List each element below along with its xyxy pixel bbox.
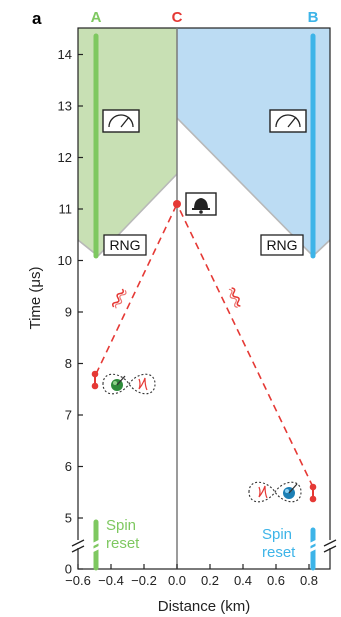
light-cone-b-edge — [176, 117, 314, 257]
bell-detection-dot — [173, 200, 181, 208]
emission-a-dot — [91, 370, 99, 378]
y-tick-label: 10 — [58, 253, 72, 268]
x-tick-label: 0.8 — [300, 573, 318, 588]
y-tick-label: 13 — [58, 99, 72, 114]
light-cone-b-edge-right — [312, 239, 331, 257]
light-cone-b — [177, 28, 330, 256]
rng-box-b: RNG — [260, 234, 304, 256]
y-tick-label: 5 — [65, 511, 72, 526]
rng-box-a: RNG — [103, 234, 147, 256]
y-tick-label: 14 — [58, 47, 72, 62]
emission-b-dot — [309, 483, 317, 491]
rng-label-b: RNG — [266, 237, 297, 253]
spin-reset-a-line2: reset — [106, 535, 140, 552]
rng-label-a: RNG — [109, 237, 140, 253]
station-b-break — [306, 538, 320, 554]
y-tick-label: 11 — [59, 202, 73, 217]
x-tick-label: −0.6 — [65, 573, 91, 588]
photon-wavepacket-a — [112, 288, 127, 309]
y-tick-label: 12 — [58, 150, 72, 165]
y-axis-title: Time (μs) — [27, 266, 44, 329]
y-tick-label: 9 — [65, 305, 72, 320]
emission-b-dot — [309, 495, 317, 503]
station-c-label: C — [172, 9, 183, 26]
entangled-spin-icon — [102, 373, 156, 395]
x-axis-title: Distance (km) — [158, 598, 251, 615]
bell-icon — [185, 192, 217, 216]
meter-icon — [102, 109, 140, 133]
spin-reset-b-line2: reset — [262, 544, 296, 561]
y-tick-label: 6 — [65, 459, 72, 474]
right-axis-break — [323, 539, 337, 553]
x-tick-label: 0.4 — [234, 573, 252, 588]
x-tick-label: 0.2 — [201, 573, 219, 588]
entangled-spin-icon — [248, 481, 302, 503]
photon-path-a — [95, 203, 178, 375]
photon-path-b — [176, 203, 314, 488]
station-b-label: B — [308, 9, 319, 26]
y-tick-label: 8 — [65, 356, 72, 371]
x-tick-label: 0.0 — [168, 573, 186, 588]
light-cone-a — [78, 28, 177, 256]
y-axis: 0 5 6 7 8 9 10 11 12 13 14 — [58, 47, 83, 577]
meter-icon — [269, 109, 307, 133]
photon-wavepacket-b — [228, 287, 241, 308]
station-a-label: A — [91, 9, 102, 26]
spin-reset-a-line1: Spin — [106, 517, 136, 534]
x-tick-label: −0.2 — [131, 573, 157, 588]
spin-reset-b-line1: Spin — [262, 526, 292, 543]
plot-frame — [77, 27, 331, 570]
x-axis: −0.6 −0.4 −0.2 0.0 0.2 0.4 0.6 0.8 — [65, 564, 318, 588]
panel-label: a — [32, 9, 42, 28]
station-a-break — [89, 538, 103, 554]
y-tick-label: 0 — [65, 562, 72, 577]
y-tick-label: 7 — [65, 408, 72, 423]
x-tick-label: 0.6 — [267, 573, 285, 588]
x-tick-label: −0.4 — [98, 573, 124, 588]
y-axis-break — [71, 539, 85, 553]
emission-a-dot — [91, 382, 99, 390]
